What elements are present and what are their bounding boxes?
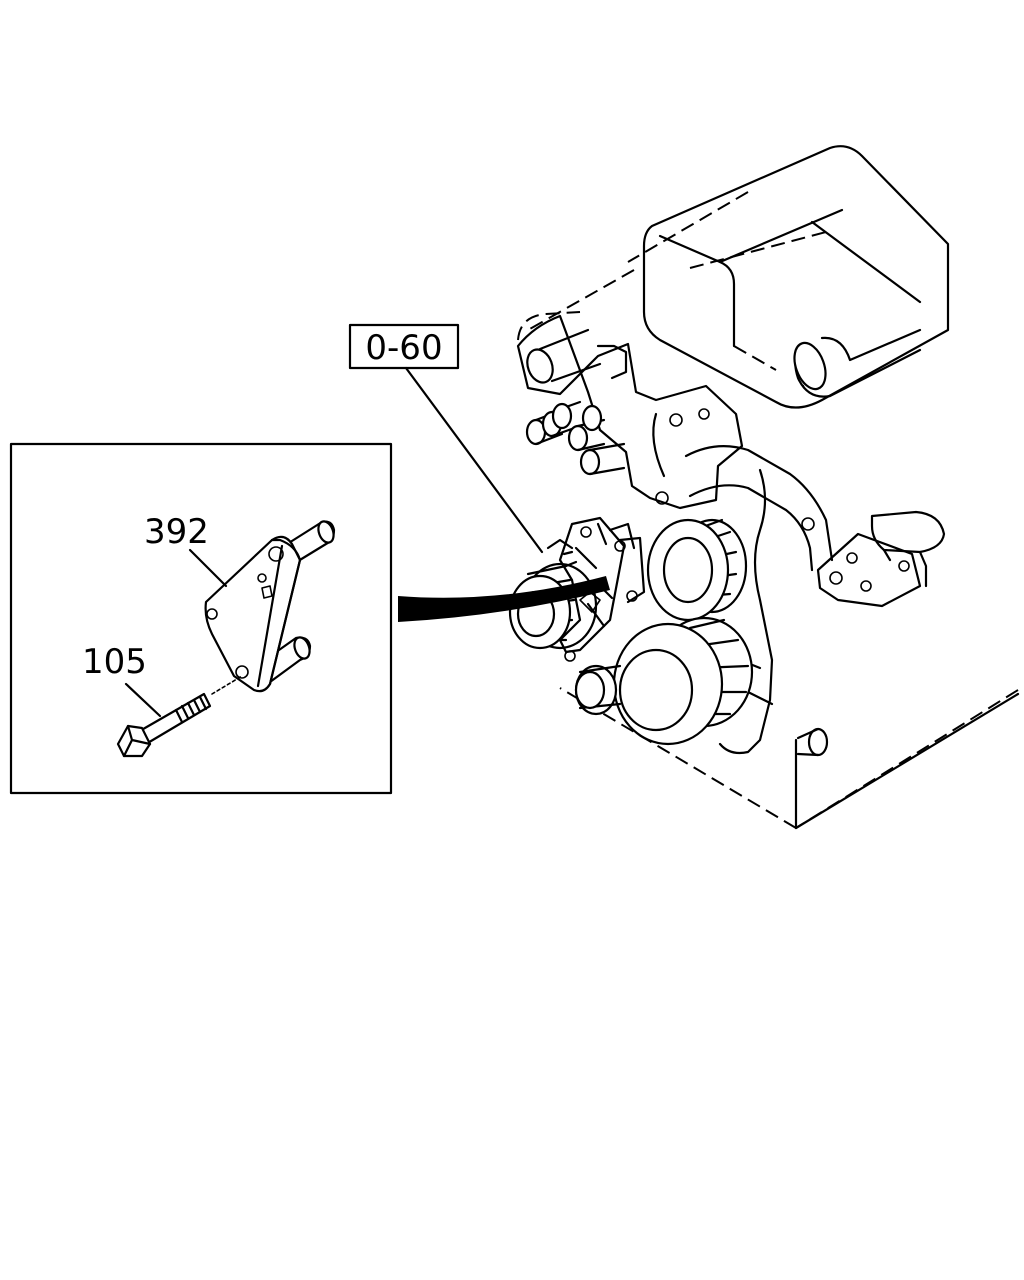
bolt-part[interactable] <box>116 675 243 758</box>
pulley-group <box>508 518 754 746</box>
flange <box>816 510 946 608</box>
bracket-installed <box>546 516 646 662</box>
water-outlet-housing <box>516 311 744 510</box>
detail-pointer-arrow <box>398 576 610 622</box>
reference-label: 0-60 <box>365 328 442 368</box>
reference-label-box[interactable]: 0-60 <box>348 323 460 370</box>
callout-bracket-label: 392 <box>144 512 209 552</box>
bracket-part[interactable] <box>204 519 337 693</box>
water-pipe <box>684 445 834 757</box>
inset-frame <box>9 442 393 795</box>
callout-bolt-label: 105 <box>82 642 147 682</box>
callout-bolt-leader <box>124 682 162 718</box>
detail-inset: 392 105 <box>9 442 393 795</box>
engine-assembly <box>508 145 1020 830</box>
air-pipe <box>793 328 922 398</box>
valve-cover <box>642 145 950 409</box>
callout-bracket-leader <box>188 548 228 588</box>
reference-label-frame <box>348 323 460 370</box>
reference-leader-line <box>404 366 544 554</box>
